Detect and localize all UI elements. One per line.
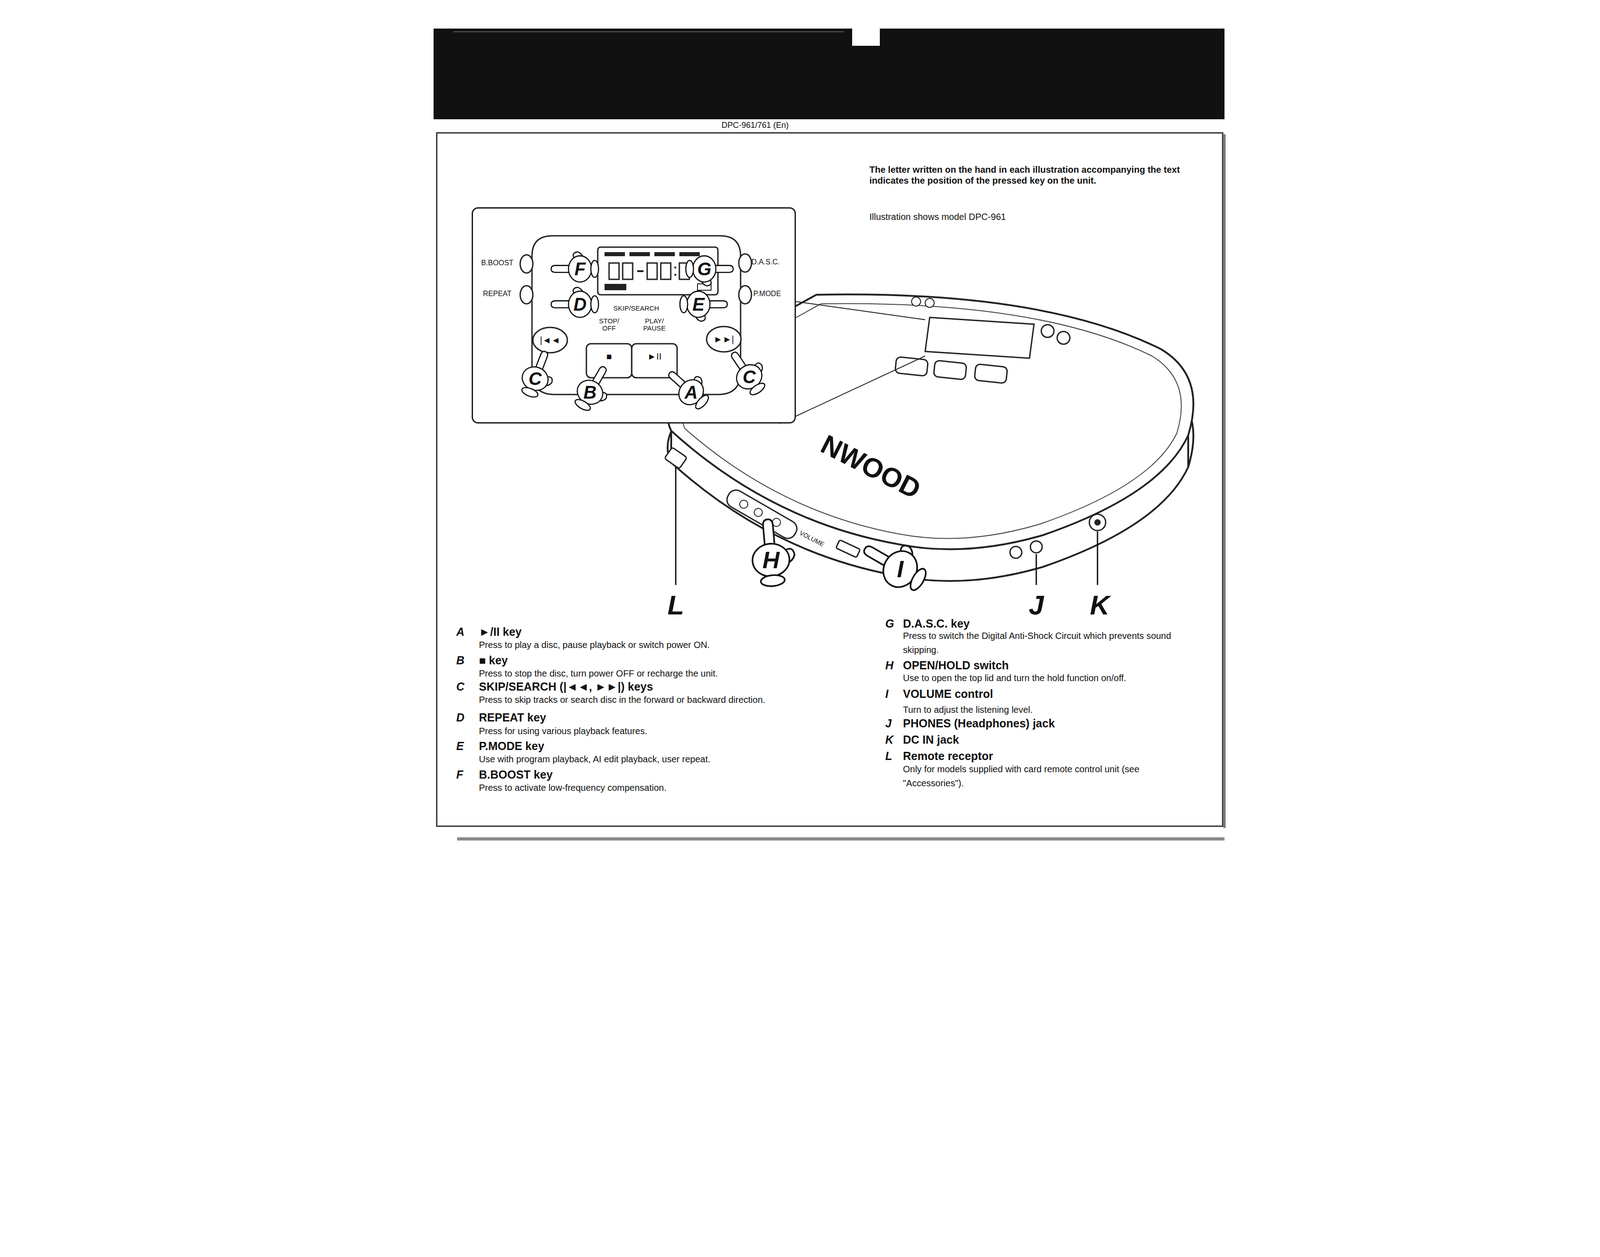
hand-letter: F — [574, 258, 586, 280]
remote-panel-illustration — [473, 208, 798, 425]
key-symbol: ►►| — [713, 333, 735, 345]
hand-letter: A — [684, 381, 698, 404]
legend-letter: K — [885, 732, 894, 747]
legend-letter: H — [885, 658, 894, 673]
leader-line — [1097, 531, 1099, 586]
display-window — [925, 317, 1035, 359]
legend-heading: PHONES (Headphones) jack — [902, 716, 1055, 731]
callout-letter: J — [1028, 589, 1044, 622]
legend-heading: DC IN jack — [902, 732, 960, 747]
legend-letter: L — [885, 749, 893, 763]
note-text: Illustration shows model DPC-961 — [869, 211, 1006, 223]
header-bar — [433, 28, 1225, 120]
frame-shadow — [457, 837, 1225, 841]
legend-letter: B — [456, 653, 465, 668]
legend-letter: D — [456, 710, 465, 725]
legend-heading: D.A.S.C. key — [902, 616, 970, 631]
key-label: P.MODE — [753, 289, 781, 298]
control-panel-inset: B.BOOST F G D.A.S.C. REPEAT D E P.MODE SKIP/SEAR… — [471, 207, 796, 424]
legend-letter: F — [456, 767, 464, 782]
remote-receptor — [664, 447, 688, 469]
hand-letter: D — [573, 293, 587, 316]
legend-description: Press to stop the disc, turn power OFF o… — [478, 666, 842, 681]
legend-description: Press to activate low-frequency compensa… — [478, 780, 842, 796]
callout-letter: K — [1089, 589, 1110, 622]
callout-letter: L — [667, 589, 685, 622]
frame-shadow — [1223, 134, 1226, 829]
legend-heading: B.BOOST key — [478, 767, 553, 782]
header-line — [453, 31, 844, 33]
key-symbol: |◄◄ — [540, 334, 561, 346]
legend-heading: P.MODE key — [478, 739, 545, 753]
key-symbol: ►II — [647, 351, 662, 362]
jack — [1030, 541, 1043, 553]
hand-letter: C — [528, 367, 542, 390]
key-label: D.A.S.C. — [751, 257, 780, 267]
hand-letter: I — [897, 555, 904, 584]
legend-heading: OPEN/HOLD switch — [902, 658, 1009, 673]
open-hold-switch — [723, 487, 800, 542]
legend-letter: G — [885, 616, 894, 631]
key-label: PLAY/ PAUSE — [638, 317, 671, 332]
leader-line — [1035, 554, 1038, 586]
legend-letter: C — [456, 679, 465, 694]
key-symbol: ■ — [606, 351, 612, 362]
lcd-display — [597, 247, 718, 295]
legend-description: Use to open the top lid and turn the hol… — [902, 671, 1203, 686]
legend-heading: ■ key — [478, 653, 508, 668]
legend-heading: ►/II key — [478, 624, 522, 639]
hand-letter: H — [762, 546, 780, 575]
zoom-line — [780, 356, 926, 424]
hand-letter: C — [742, 365, 757, 388]
legend-heading: REPEAT key — [478, 710, 547, 725]
model-code: DPC-961/761 (En) — [721, 120, 789, 131]
note-text: The letter written on the hand in each i… — [869, 164, 1196, 186]
header-notch — [852, 28, 880, 46]
legend-description: Press to skip tracks or search disc in t… — [478, 692, 842, 708]
legend-letter: J — [885, 716, 892, 731]
zoom-line — [795, 301, 926, 320]
jack — [1009, 546, 1022, 559]
legend-letter: E — [456, 739, 464, 753]
key-label: B.BOOST — [481, 258, 514, 268]
dc-jack — [1089, 514, 1106, 531]
legend-heading: SKIP/SEARCH (|◄◄, ►►|) keys — [478, 679, 654, 694]
legend-letter: A — [456, 624, 465, 639]
legend-description: Only for models supplied with card remot… — [902, 762, 1185, 791]
leader-line — [675, 467, 677, 586]
hand-letter: B — [583, 381, 597, 404]
key-label: STOP/ OFF — [594, 317, 624, 332]
pointing-hand — [855, 527, 936, 599]
legend-description: Press to play a disc, pause playback or … — [478, 638, 842, 653]
legend-heading: Remote receptor — [902, 749, 994, 763]
key-label: REPEAT — [482, 289, 512, 298]
pointing-hand — [749, 517, 798, 588]
legend-description: Press to switch the Digital Anti-Shock C… — [902, 629, 1180, 658]
page-frame — [436, 132, 1223, 827]
hand-letter: G — [697, 258, 712, 280]
legend-heading: VOLUME control — [902, 687, 994, 701]
legend-letter: I — [885, 687, 889, 701]
legend-description: Press for using various playback feature… — [478, 724, 842, 739]
legend-description: Turn to adjust the listening level. — [902, 702, 1203, 718]
legend-description: Use with program playback, AI edit playb… — [478, 752, 842, 767]
volume-control — [835, 539, 861, 558]
hand-letter: E — [692, 293, 705, 316]
key-label: SKIP/SEARCH — [613, 304, 660, 313]
